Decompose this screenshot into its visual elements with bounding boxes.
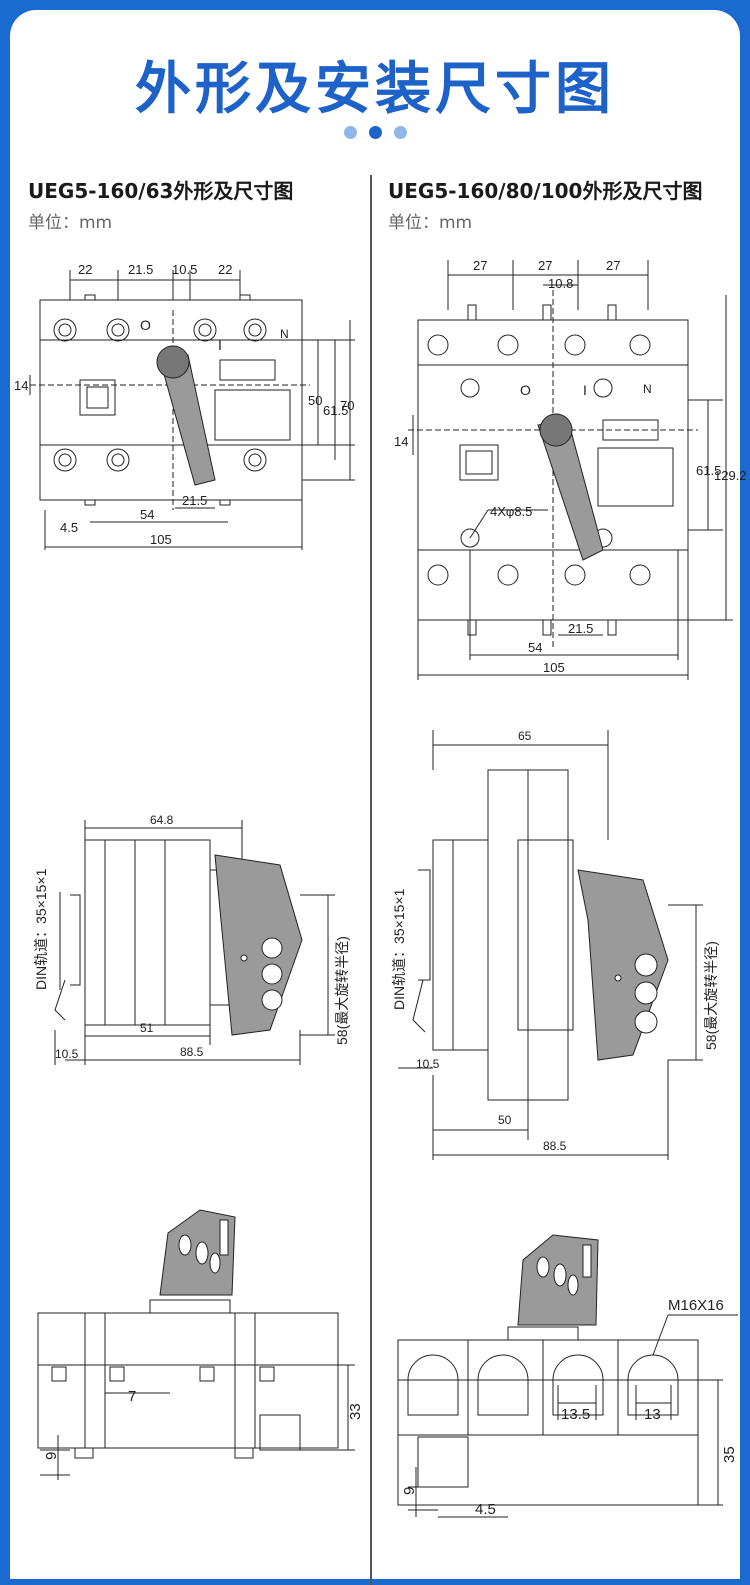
left-din-rail-label: DIN轨道：35×15×1 (33, 868, 49, 990)
left-front-dim-7: 61.5 (323, 403, 348, 418)
right-model-title: UEG5-160/80/100外形及尺寸图 (388, 179, 703, 203)
left-front-dim-11: 54 (140, 507, 154, 522)
right-side-dim-1: 65 (518, 729, 532, 743)
pager-dot[interactable] (393, 126, 407, 139)
right-front-dim-7: 61.5 (696, 463, 721, 478)
right-side-dim-2: 58(最大旋转半径) (703, 941, 719, 1050)
right-side-dim-4: 50 (498, 1113, 512, 1127)
right-front-dim-11: 105 (543, 660, 565, 675)
left-side-dim-1: 64.8 (150, 813, 174, 827)
right-on-symbol: I (583, 382, 587, 398)
pager-dots (10, 126, 740, 139)
left-neutral-symbol: N (280, 327, 289, 341)
left-front-dim-4: 22 (218, 262, 232, 277)
left-front-dim-6: 50 (308, 393, 322, 408)
content-card: 外形及安装尺寸图 UEG5-160/63外形及尺寸图 单位：mm UEG5-16… (10, 10, 747, 1585)
right-bottom-dim-2: 13.5 (561, 1406, 590, 1423)
right-side-view-drawing: 65 10.5 50 88.5 DIN轨道：35×15×1 58(最大旋转半径) (391, 729, 719, 1160)
left-side-view-drawing: 64.8 51 10.5 88.5 DIN轨道：35×15×1 58(最大旋转半… (33, 813, 350, 1065)
right-front-view-drawing: 27 27 27 10.8 14 4Xφ8.5 61.5 129.2 21.5 … (394, 258, 747, 680)
left-model-title: UEG5-160/63外形及尺寸图 (28, 179, 294, 203)
right-off-symbol: O (520, 382, 531, 398)
right-side-dim-3: 10.5 (416, 1057, 440, 1071)
left-front-dim-3: 10.5 (172, 262, 197, 277)
left-side-dim-5: 88.5 (180, 1045, 204, 1059)
right-din-rail-label: DIN轨道：35×15×1 (391, 888, 407, 1010)
right-front-dim-5: 14 (394, 434, 408, 449)
left-unit-label: 单位：mm (28, 213, 113, 233)
column-divider (370, 175, 372, 1585)
right-front-dim-8: 129.2 (714, 468, 747, 483)
right-front-dim-1: 27 (473, 258, 487, 273)
right-bottom-dim-1: M16X16 (668, 1297, 724, 1314)
right-bottom-dim-3: 13 (644, 1406, 661, 1423)
right-front-dim-4: 10.8 (548, 276, 573, 291)
left-side-dim-2: 58(最大旋转半径) (334, 936, 350, 1045)
left-bottom-view-drawing: 7 33 9 (37, 1209, 364, 1480)
left-front-dim-5: 14 (14, 378, 28, 393)
left-on-symbol: I (218, 337, 222, 353)
right-bottom-dim-6: 4.5 (475, 1501, 496, 1518)
left-bottom-dim-3: 9 (43, 1452, 60, 1460)
right-bottom-view-drawing: M16X16 13.5 13 35 9 4.5 (397, 1234, 738, 1518)
pager-dot-active[interactable] (368, 126, 382, 139)
right-front-dim-6: 4Xφ8.5 (490, 504, 532, 519)
left-front-view-drawing: 22 21.5 10.5 22 14 50 61.5 70 21.5 4.5 5… (14, 262, 355, 550)
right-front-dim-9: 21.5 (568, 621, 593, 636)
left-bottom-dim-2: 33 (347, 1403, 364, 1420)
left-front-dim-12: 105 (150, 532, 172, 547)
right-front-dim-2: 27 (538, 258, 552, 273)
right-bottom-dim-4: 35 (721, 1446, 738, 1463)
page-title: 外形及安装尺寸图 (135, 57, 615, 122)
left-front-dim-9: 21.5 (182, 493, 207, 508)
right-unit-label: 单位：mm (388, 213, 473, 233)
left-bottom-dim-1: 7 (128, 1388, 136, 1405)
right-front-dim-10: 54 (528, 640, 542, 655)
left-front-dim-10: 4.5 (60, 520, 78, 535)
right-neutral-symbol: N (643, 382, 652, 396)
left-front-dim-1: 22 (78, 262, 92, 277)
right-side-dim-5: 88.5 (543, 1139, 567, 1153)
left-front-dim-2: 21.5 (128, 262, 153, 277)
left-front-dim-8: 70 (340, 398, 354, 413)
right-bottom-dim-5: 9 (401, 1487, 418, 1495)
pager-dot[interactable] (343, 126, 357, 139)
left-side-dim-4: 10.5 (55, 1047, 79, 1061)
left-off-symbol: O (140, 317, 151, 333)
right-front-dim-3: 27 (606, 258, 620, 273)
left-side-dim-3: 51 (140, 1021, 154, 1035)
